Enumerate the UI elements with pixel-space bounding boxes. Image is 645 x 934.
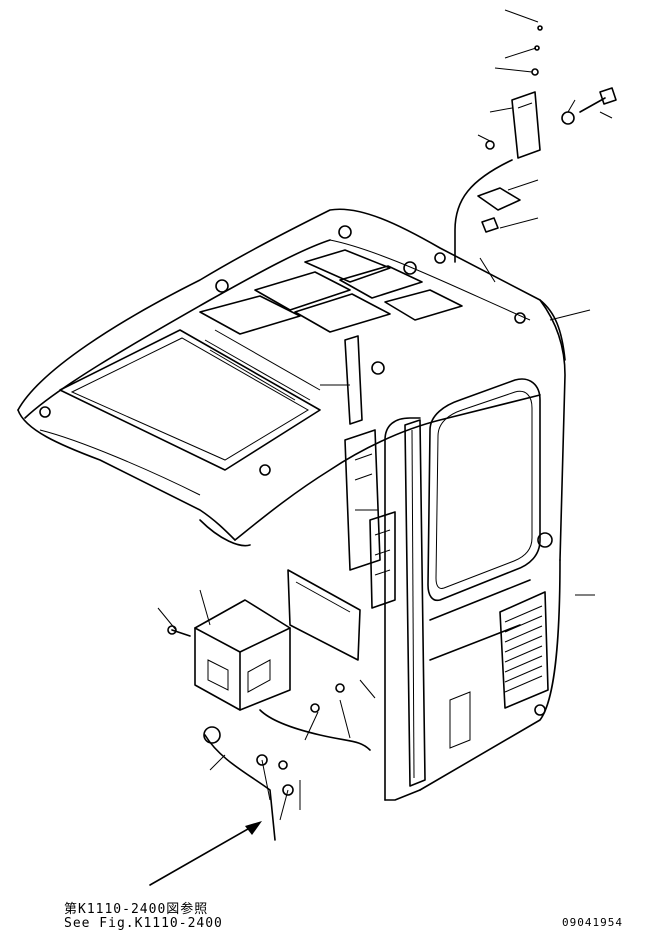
controller-assembly [167,569,371,841]
reference-jp: 第K1110-2400図参照 [64,902,209,917]
cab-roof [17,208,566,547]
top-hardware [344,25,617,425]
cab-side-panel [344,299,566,801]
drawing-number: 09041954 [562,916,623,929]
leader-lines [157,9,613,810]
reference-en: See Fig.K1110-2400 [64,916,223,931]
reference-arrow [149,821,262,886]
